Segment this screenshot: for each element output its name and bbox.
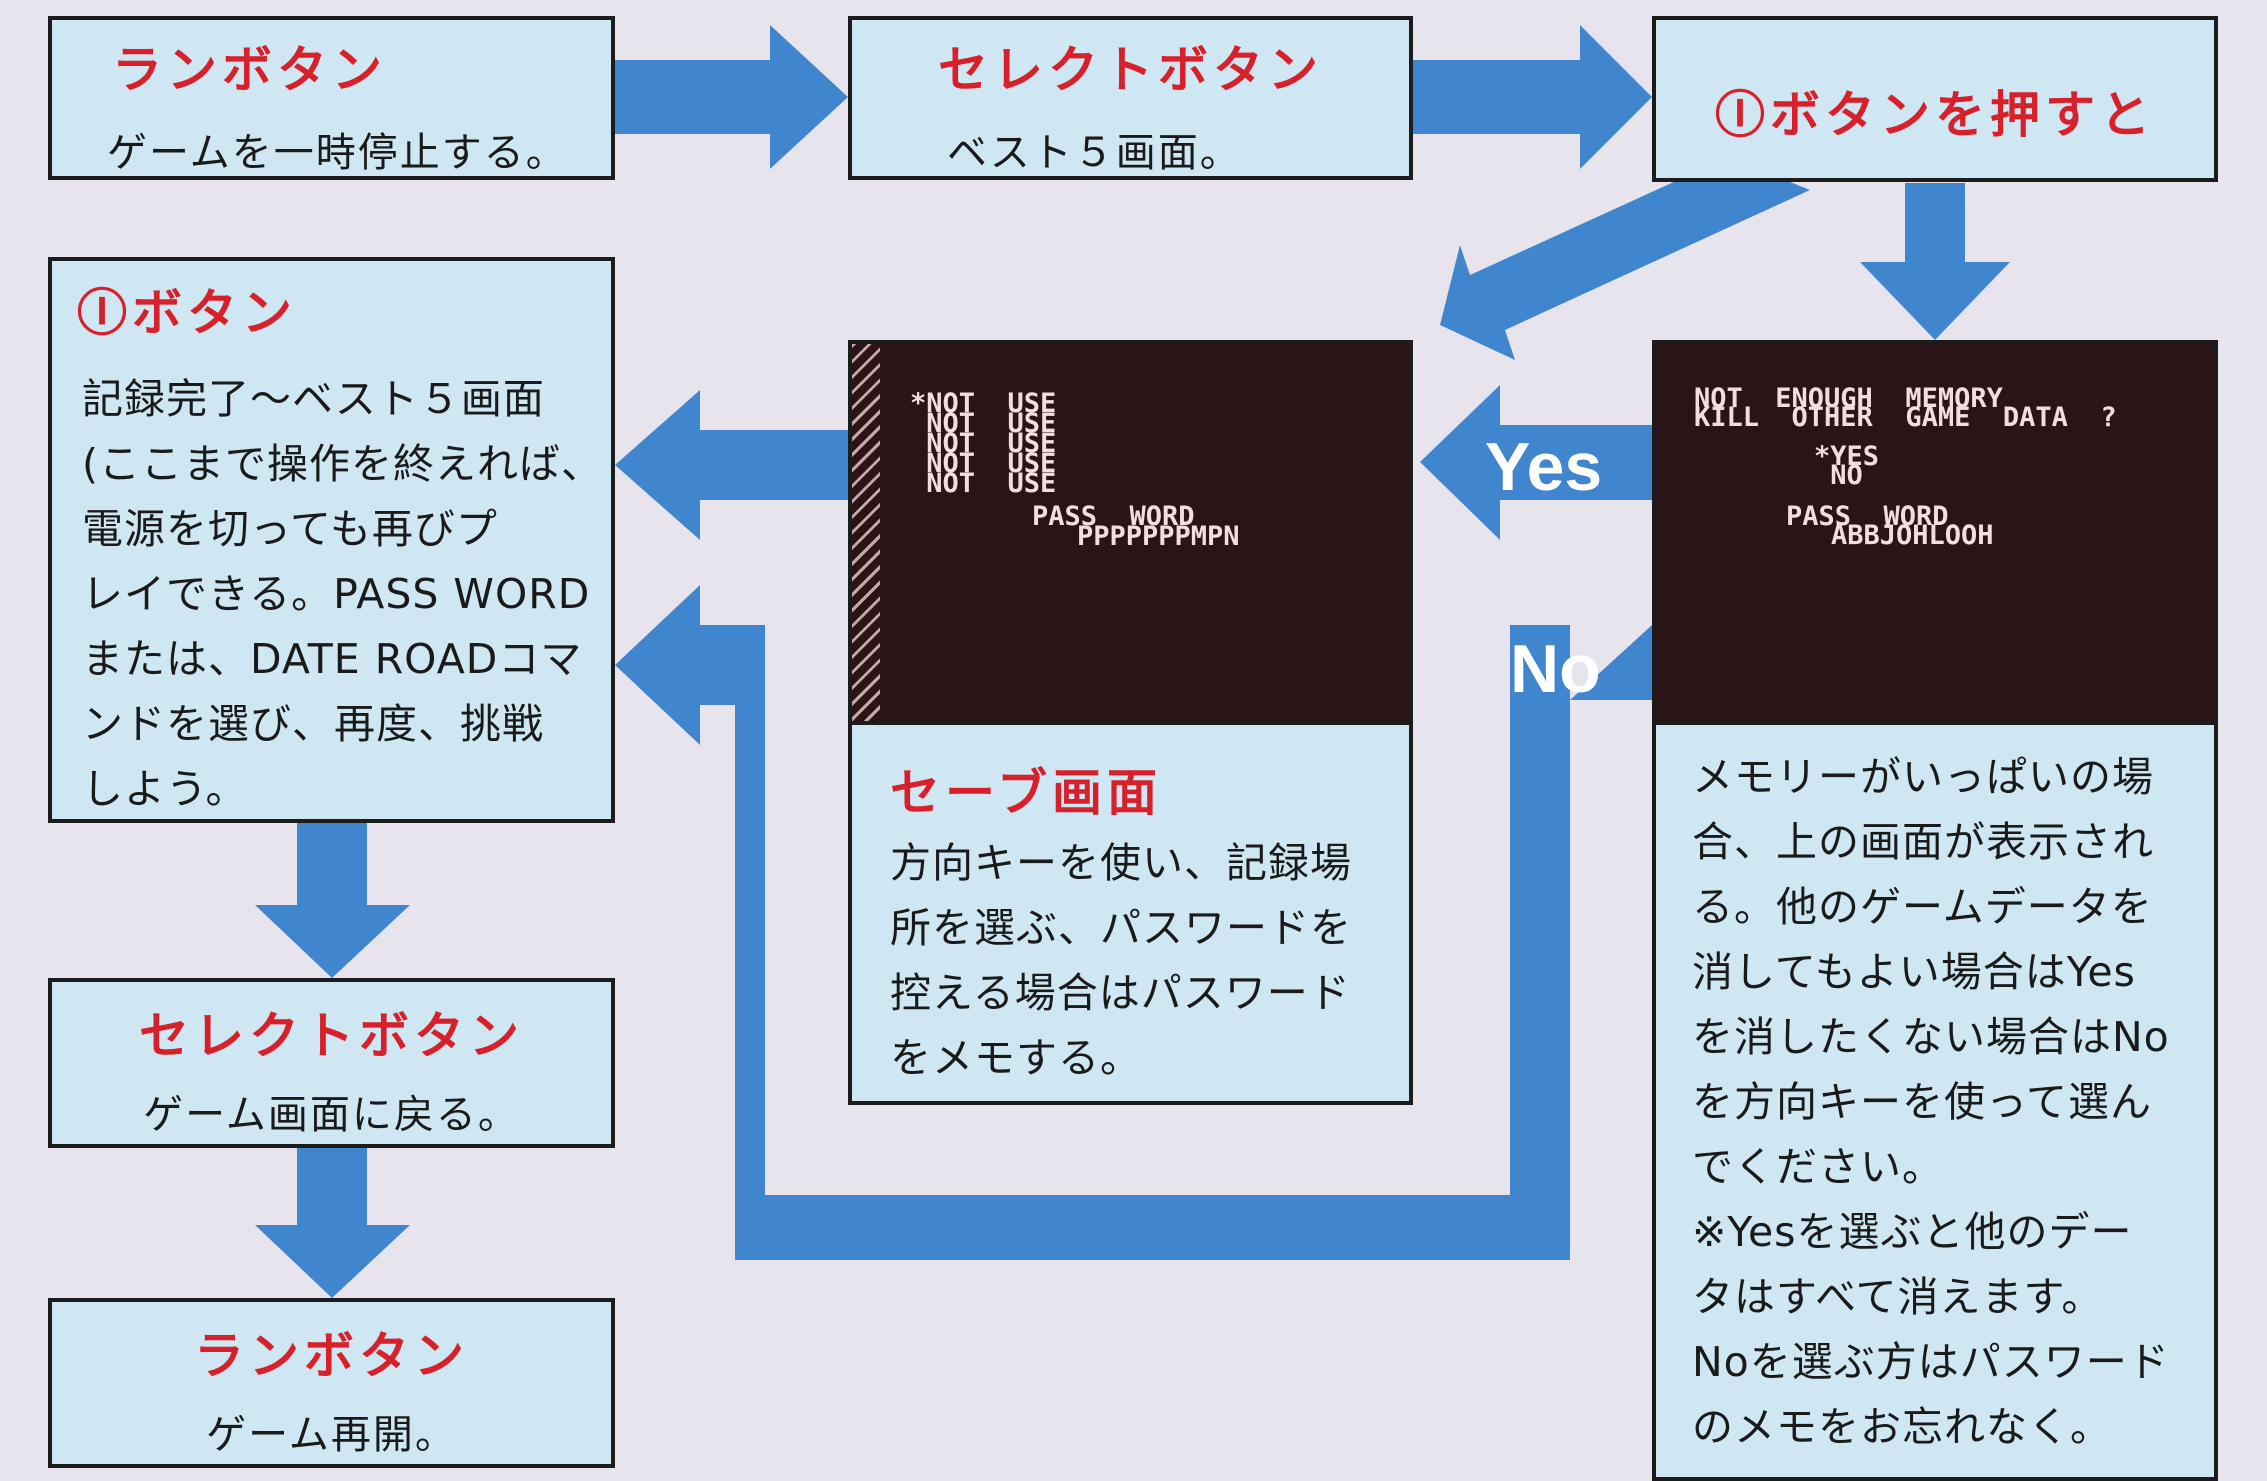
button1-text-line: または、DATE ROADコマ [82,635,583,683]
button1-title: Ⓘボタン [77,284,297,342]
button1-text-line: レイできる。PASS WORD [82,570,591,618]
arrow-run-to-select [615,25,848,169]
memory-caption-line: でください。 [1692,1143,1944,1191]
save-caption-text: 方向キーを使い、記録場所を選ぶ、パスワードを控える場合はパスワードをメモする。 [890,831,1352,1091]
save-caption-line: をメモする。 [890,1034,1142,1082]
select-button-desc: ベスト５画面。 [947,130,1242,176]
select-return-box: セレクトボタン ゲーム画面に戻る。 [48,978,615,1148]
press-button1-box: Ⓘボタンを押すと [1652,16,2218,182]
memory-caption-line: ※Yesを選ぶと他のデー [1692,1208,2133,1256]
save-password-label: PASS WORD [1032,501,1195,532]
save-caption-line: 所を選ぶ、パスワードを [890,904,1352,952]
save-screen-border-pattern [852,344,880,721]
save-screen-capture: *NOT USE NOT USE NOT USE NOT USE NOT USE… [848,340,1413,725]
arrow-button1-diagonal [1440,170,1810,360]
select-return-desc: ゲーム画面に戻る。 [143,1092,520,1138]
run-button-title: ランボタン [112,41,387,99]
run-resume-desc: ゲーム再開。 [206,1412,457,1458]
memory-caption-box: メモリーがいっぱいの場合、上の画面が表示される。他のゲームデータを消してもよい場… [1652,721,2218,1481]
memory-warning-line1: NOT ENOUGH MEMORY [1694,383,2003,414]
memory-caption-line: のメモをお忘れなく。 [1692,1403,2112,1451]
memory-caption-line: を方向キーを使って選ん [1692,1078,2152,1126]
button1-box: Ⓘボタン 記録完了～ベスト５画面 (ここまで操作を終えれば、電源を切っても再びプレ… [48,257,615,823]
memory-caption-line: を消したくない場合はNo [1692,1013,2170,1061]
save-slot-list: *NOT USE NOT USE NOT USE NOT USE NOT USE [910,388,1057,499]
run-button-desc: ゲームを一時停止する。 [107,130,568,176]
memory-caption-line: Noを選ぶ方はパスワード [1692,1338,2170,1386]
select-return-title: セレクトボタン [139,1007,524,1065]
save-caption-line: 方向キーを使い、記録場 [890,839,1352,887]
memory-caption-text: メモリーがいっぱいの場合、上の画面が表示される。他のゲームデータを消してもよい場… [1692,745,2170,1460]
arrow-button1-down [1860,183,2010,340]
save-slot: NOT USE [910,408,1057,439]
button1-text-line: 記録完了～ベスト５画面 [82,375,545,423]
arrow-save-to-button1-box [615,390,848,540]
run-button-box: ランボタン ゲームを一時停止する。 [48,16,615,180]
button1-text-line: しよう。 [82,765,248,813]
save-caption-line: 控える場合はパスワード [890,969,1351,1017]
save-slot: NOT USE [910,428,1057,459]
select-button-box: セレクトボタン ベスト５画面。 [848,16,1413,180]
yes-label: Yes [1485,429,1603,505]
button1-text-line: 電源を切っても再びプ [82,505,498,553]
button1-text-line: (ここまで操作を終えれば、 [82,440,603,488]
memory-warning-line2: KILL OTHER GAME DATA ? [1694,402,2117,433]
save-caption-box: セーブ画面 方向キーを使い、記録場所を選ぶ、パスワードを控える場合はパスワードを… [848,721,1413,1105]
save-caption-title: セーブ画面 [890,764,1162,822]
save-slot: *NOT USE [910,388,1057,419]
arrow-button1-to-select2 [255,823,410,978]
memory-password-label: PASS WORD [1786,501,1949,532]
save-slot: NOT USE [910,468,1057,499]
button1-text-line: ンドを選び、再度、挑戦 [82,700,544,748]
memory-option-yes: *YES [1814,441,1880,472]
memory-password-value: ABBJOHLOOH [1831,520,1994,551]
memory-caption-line: タはすべて消えます。 [1692,1273,2104,1321]
run-resume-box: ランボタン ゲーム再開。 [48,1298,615,1468]
run-resume-title: ランボタン [194,1327,469,1385]
press-button1-title: Ⓘボタンを押すと [1715,86,2155,144]
memory-caption-line: メモリーがいっぱいの場 [1692,753,2154,801]
memory-caption-line: 消してもよい場合はYes [1692,948,2136,996]
memory-option-no: NO [1814,460,1863,491]
button1-text: 記録完了～ベスト５画面 (ここまで操作を終えれば、電源を切っても再びプレイできる。… [82,367,603,822]
arrow-no [615,585,1652,1260]
save-slot: NOT USE [910,448,1057,479]
select-button-title: セレクトボタン [938,41,1323,99]
save-password-value: PPPPPPPMPN [1077,521,1240,552]
arrow-yes [1420,385,1652,540]
no-label: No [1510,631,1601,707]
arrow-select-to-button1 [1413,25,1652,169]
arrow-select2-to-run2 [255,1148,410,1298]
memory-screen-capture: NOT ENOUGH MEMORY KILL OTHER GAME DATA ?… [1652,340,2218,725]
memory-caption-line: 合、上の画面が表示され [1692,818,2154,866]
memory-caption-line: る。他のゲームデータを [1692,883,2153,931]
